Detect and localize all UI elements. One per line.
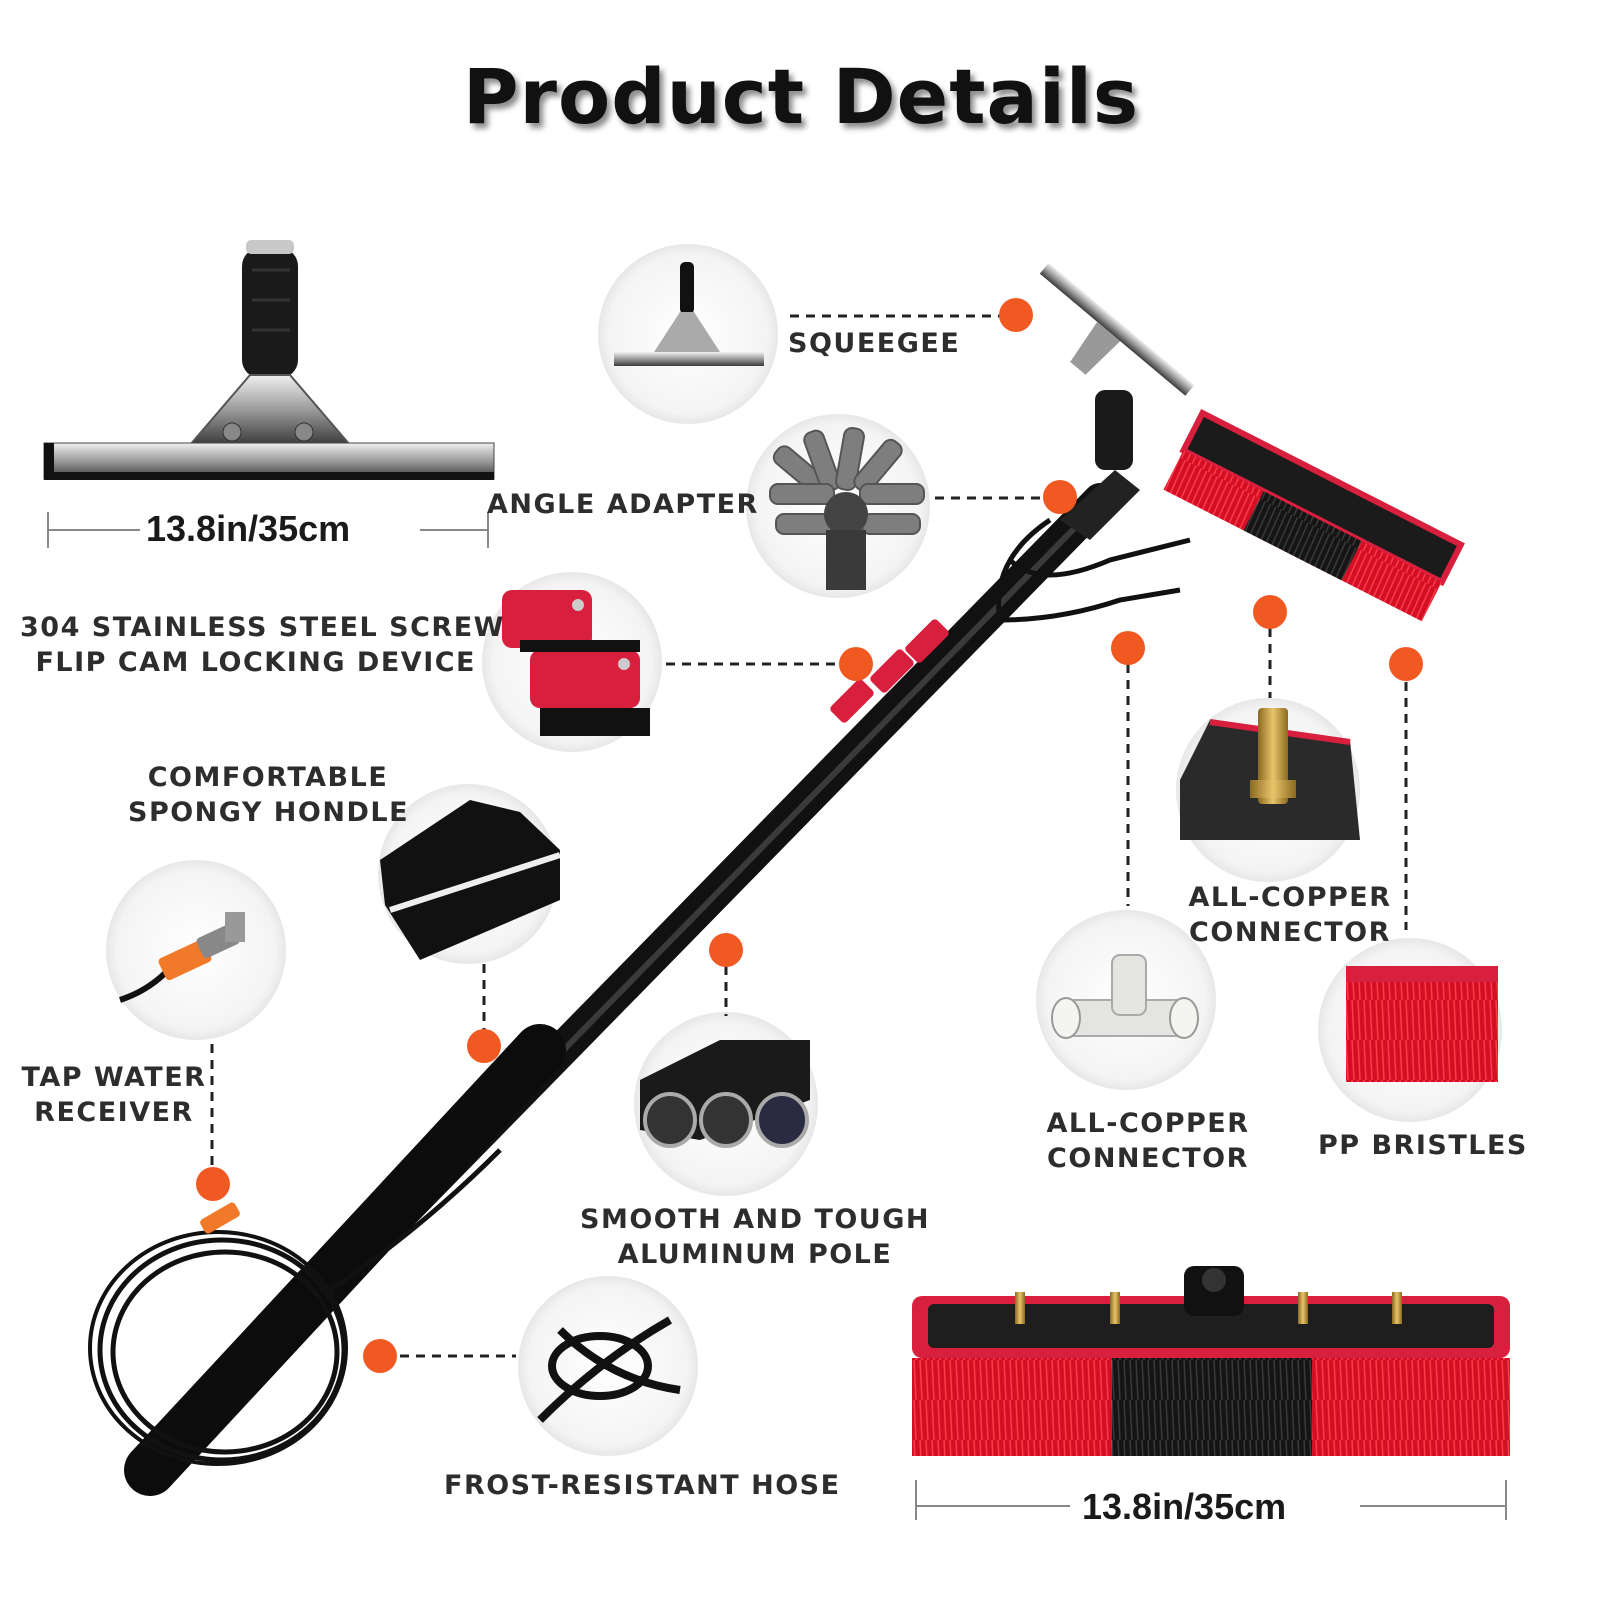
- squeegee-icon: [43, 240, 495, 480]
- spongy-handle-icon: [378, 784, 561, 964]
- label-spongy-handle: COMFORTABLE SPONGY HONDLE: [128, 760, 408, 830]
- label-handle-line1: COMFORTABLE: [147, 762, 389, 793]
- label-pole-line1: SMOOTH AND TOUGH: [580, 1204, 930, 1235]
- label-tap-line1: TAP WATER: [21, 1062, 207, 1093]
- tap-connector-icon: [106, 860, 286, 1040]
- label-copper-connector-b: ALL-COPPER CONNECTOR: [1028, 1106, 1268, 1176]
- squeegee-detail-circle: [598, 244, 778, 424]
- brass-connector-icon: [1176, 698, 1360, 882]
- label-copper-b-line1: ALL-COPPER: [1046, 1108, 1250, 1139]
- label-pp-bristles: PP BRISTLES: [1318, 1130, 1528, 1161]
- squeegee-dimension-label: 13.8in/35cm: [146, 508, 351, 549]
- pole-assembly: [88, 262, 1465, 1496]
- squeegee-dimension-line: [47, 512, 489, 548]
- label-copper-b-line2: CONNECTOR: [1047, 1143, 1249, 1174]
- label-hose: FROST-RESISTANT HOSE: [444, 1470, 841, 1501]
- label-locking-device: 304 STAINLESS STEEL SCREW FLIP CAM LOCKI…: [20, 610, 505, 680]
- brush-dimension-line: [915, 1480, 1507, 1520]
- tee-connector-icon: [1036, 910, 1216, 1090]
- brush-dimension-label: 13.8in/35cm: [1082, 1486, 1287, 1527]
- leader-lines: [210, 314, 1408, 1358]
- angle-adapter-icon: [746, 414, 930, 598]
- bristles-icon: [1318, 938, 1502, 1122]
- label-copper-a-line2: CONNECTOR: [1189, 917, 1391, 948]
- brush-head-icon: [912, 1266, 1510, 1456]
- hose-knot-icon: [518, 1276, 698, 1456]
- label-angle-adapter: ANGLE ADAPTER: [487, 489, 759, 520]
- label-tap-water: TAP WATER RECEIVER: [14, 1060, 214, 1130]
- flip-cam-lock-icon: [482, 572, 662, 752]
- label-locking-line2: FLIP CAM LOCKING DEVICE: [35, 647, 476, 678]
- label-pole-line2: ALUMINUM POLE: [617, 1239, 893, 1270]
- flip-cam-clamps: [830, 619, 949, 723]
- label-squeegee: SQUEEGEE: [788, 328, 961, 359]
- label-copper-connector-a: ALL-COPPER CONNECTOR: [1170, 880, 1410, 950]
- label-copper-a-line1: ALL-COPPER: [1188, 882, 1392, 913]
- aluminum-tubes-icon: [634, 1012, 818, 1196]
- callout-dots: [196, 298, 1423, 1373]
- label-locking-line1: 304 STAINLESS STEEL SCREW: [20, 612, 505, 643]
- page-title: Product Details: [462, 52, 1140, 141]
- label-aluminum-pole: SMOOTH AND TOUGH ALUMINUM POLE: [560, 1202, 950, 1272]
- label-handle-line2: SPONGY HONDLE: [128, 797, 410, 828]
- label-tap-line2: RECEIVER: [34, 1097, 194, 1128]
